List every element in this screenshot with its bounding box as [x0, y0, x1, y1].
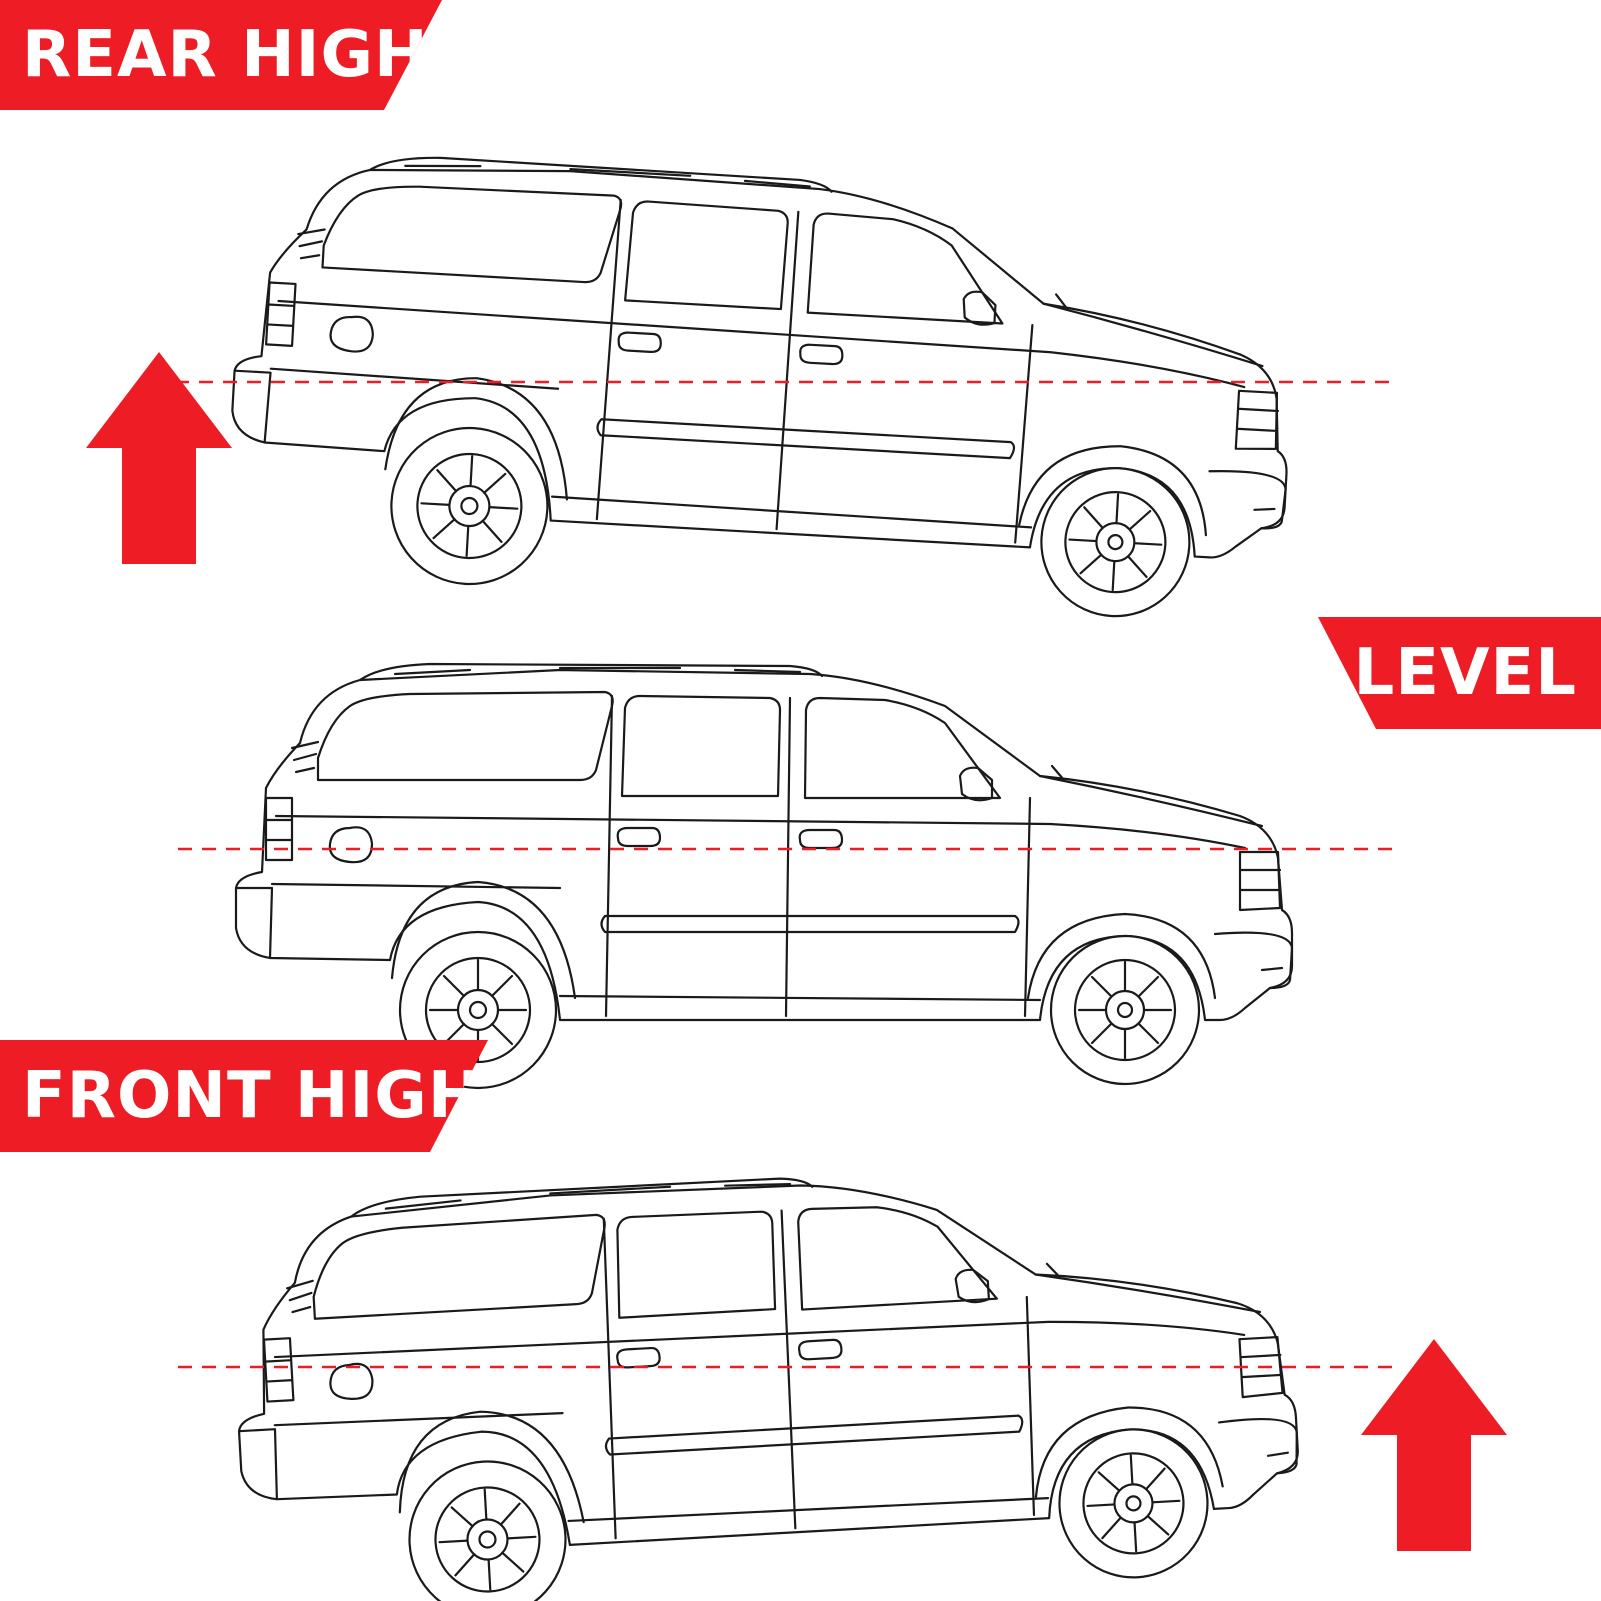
up-arrow-icon — [1361, 1339, 1507, 1551]
suv-side-view-icon — [225, 1147, 1306, 1601]
vehicle-level — [234, 662, 1294, 1090]
suv-side-view-icon — [234, 662, 1294, 1090]
vehicle-rear-high — [222, 145, 1303, 631]
rear-high-banner: REAR HIGH — [0, 0, 442, 110]
level-label: LEVEL — [1353, 636, 1577, 710]
front-high-label: FRONT HIGH — [22, 1059, 483, 1133]
vehicle-front-high — [225, 1147, 1306, 1601]
front-high-banner: FRONT HIGH — [0, 1040, 488, 1152]
rear-high-label: REAR HIGH — [22, 18, 429, 92]
suv-side-view-icon — [222, 145, 1303, 631]
up-arrow-icon — [86, 352, 232, 564]
